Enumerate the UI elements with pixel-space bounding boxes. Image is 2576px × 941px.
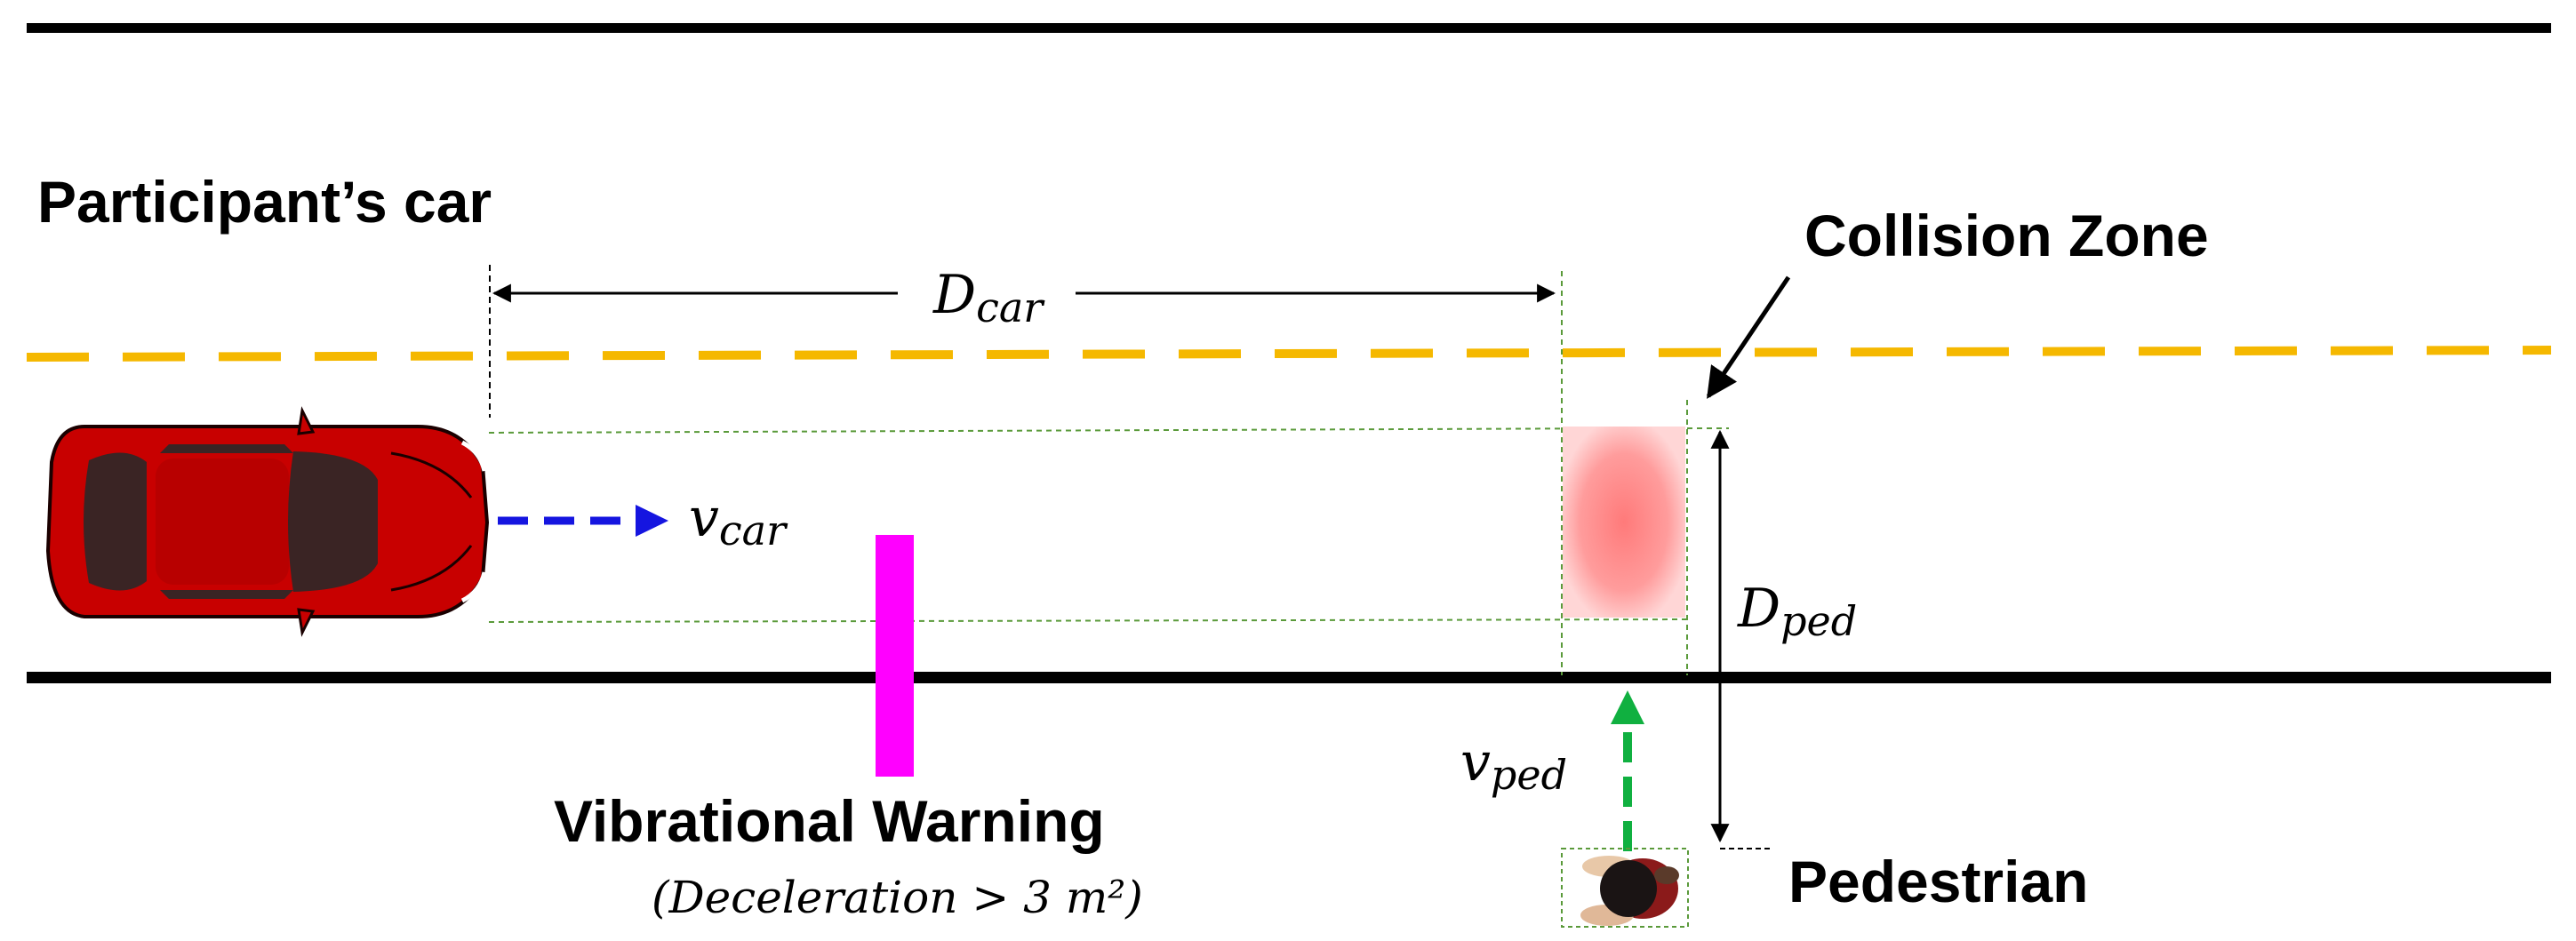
deceleration-note: (Deceleration > 3 m²) bbox=[652, 872, 1143, 923]
vibrational-warning-label: Vibrational Warning bbox=[554, 788, 1105, 854]
road-bottom-edge bbox=[27, 672, 2551, 683]
vibrational-warning-bar bbox=[876, 535, 914, 777]
d-ped-label: Dped bbox=[1737, 578, 1857, 645]
pedestrian-velocity-arrow-head bbox=[1611, 690, 1644, 724]
car-velocity-arrow-head bbox=[636, 505, 668, 537]
center-lane-line bbox=[26, 346, 2552, 362]
participant-car-label: Participant’s car bbox=[37, 169, 492, 235]
guide-lines bbox=[488, 271, 1729, 675]
collision-zone-label: Collision Zone bbox=[1804, 203, 2209, 268]
pedestrian-icon bbox=[1561, 848, 1689, 928]
d-car-label: Dcar bbox=[932, 264, 1045, 331]
collision-zone-pointer bbox=[1706, 275, 1791, 399]
car-icon bbox=[45, 406, 490, 637]
pedestrian-label: Pedestrian bbox=[1788, 849, 2088, 914]
road-top-edge bbox=[27, 23, 2551, 33]
v-car-label: vcar bbox=[689, 487, 788, 554]
collision-zone bbox=[1563, 427, 1685, 618]
v-ped-label: vped bbox=[1460, 731, 1567, 799]
